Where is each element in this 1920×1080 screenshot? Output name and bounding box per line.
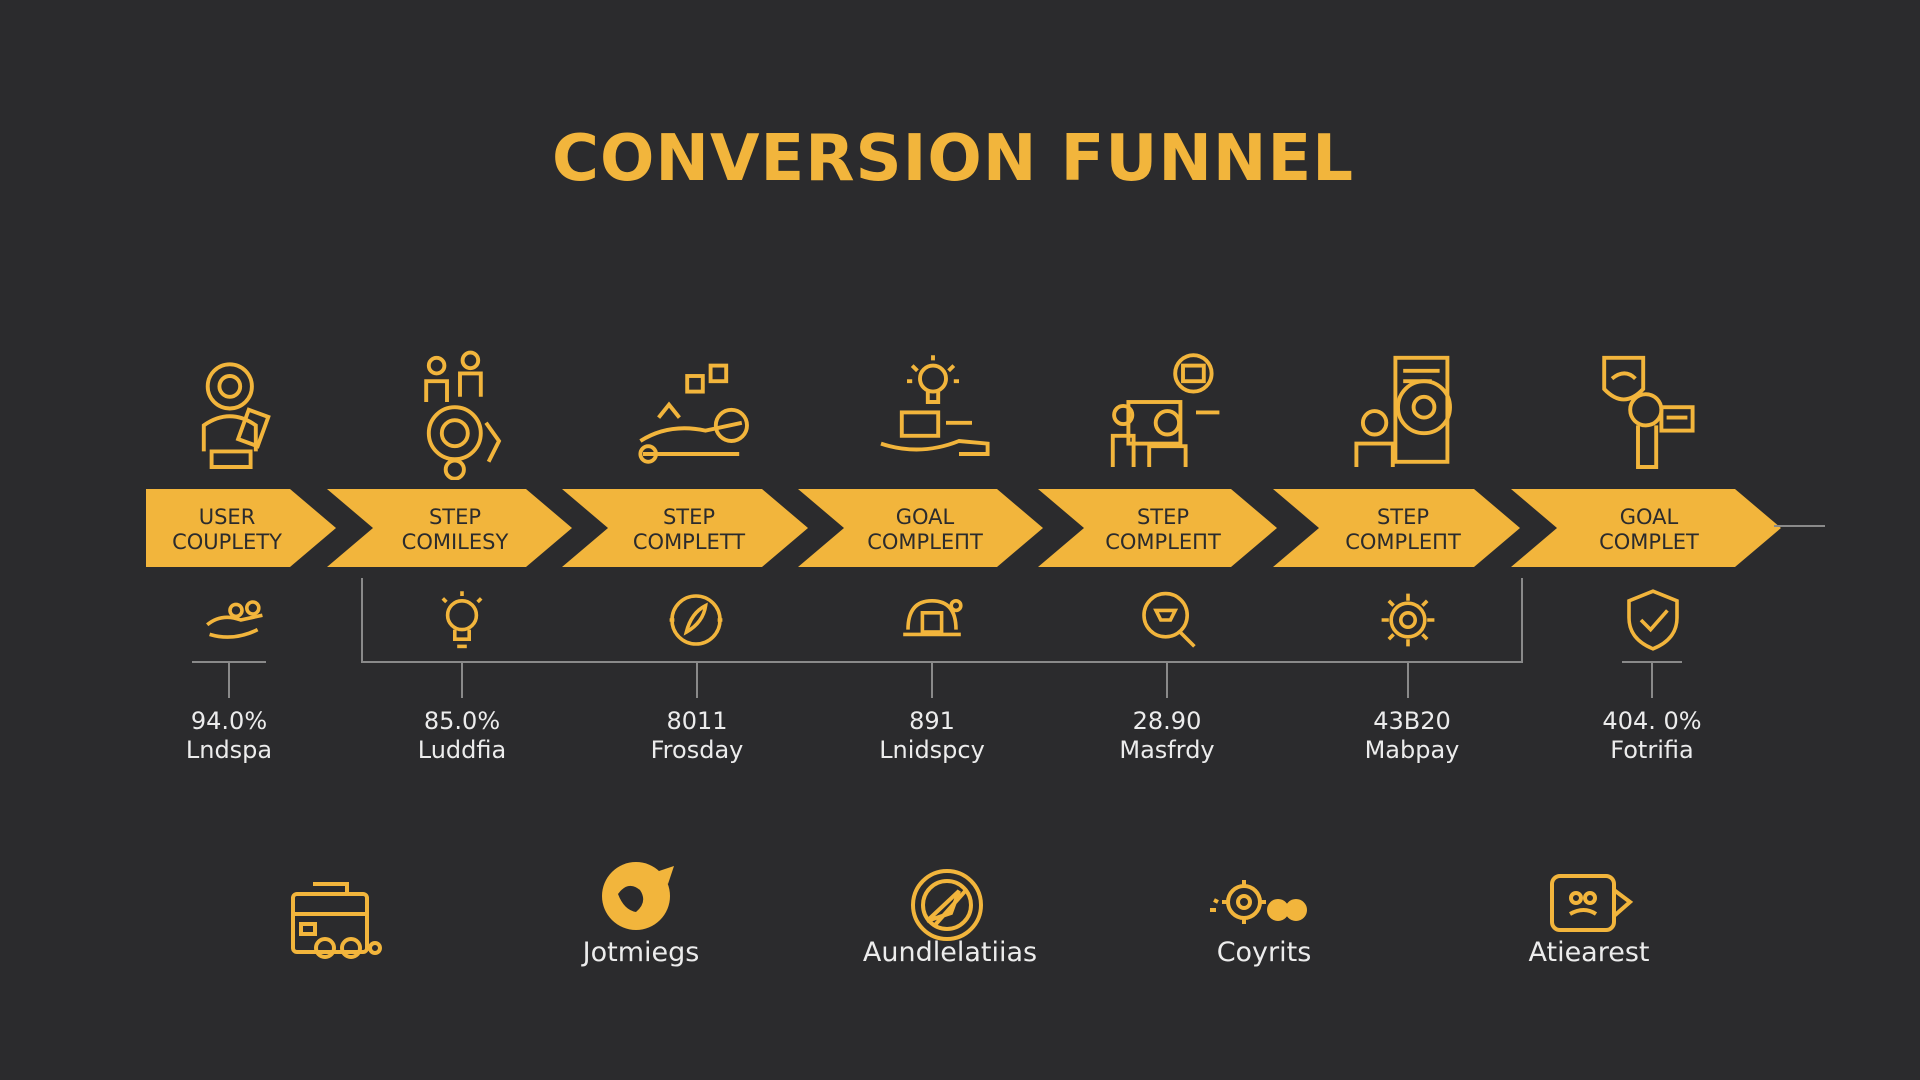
metric-value: 43B20: [1373, 707, 1451, 735]
metric-value: 85.0%: [423, 707, 501, 735]
hand-coins-icon: [200, 584, 272, 656]
bracket-line: [361, 578, 1523, 663]
gear-icon: [1372, 584, 1444, 656]
coins-gear-icon: [1204, 860, 1307, 960]
metric-caption: Lndspa: [185, 736, 273, 764]
metric-caption: Luddfia: [417, 736, 507, 764]
hand-idea-icon: [630, 350, 760, 480]
stage-5-chevron: [1038, 489, 1277, 567]
search-icon: [1132, 584, 1204, 656]
metric-value: 891: [909, 707, 955, 735]
lightbulb-hand-icon: [868, 350, 998, 480]
globe-chat-label: Jotmiegs: [582, 937, 700, 968]
stage-2-metric: 85.0%Luddfia: [362, 707, 562, 765]
compass-label: Aundlelatiias: [862, 937, 1038, 968]
stage-2-chevron: [327, 489, 572, 567]
shield-check-icon: [1617, 584, 1689, 656]
stage-1-chevron: [146, 489, 336, 567]
metric-caption: Frosday: [650, 736, 744, 764]
compass-icon: [897, 855, 997, 955]
stage-7-chevron: [1511, 489, 1781, 567]
metric-value: 28.90: [1132, 707, 1202, 735]
card-icon: [1540, 862, 1640, 962]
stage-1-metric: 94.0%Lndspa: [129, 707, 329, 765]
stage-7-metric: 404. 0%Fotrifia: [1552, 707, 1752, 765]
metric-value: 8011: [666, 707, 728, 735]
metric-value: 94.0%: [190, 707, 268, 735]
stage-3-chevron: [562, 489, 808, 567]
card-label: Atiearest: [1528, 937, 1650, 968]
team-screen-icon: [1105, 350, 1235, 480]
lightbulb-icon: [426, 584, 498, 656]
toolbox-icon: [285, 870, 385, 970]
metric-caption: Masfrdy: [1119, 736, 1215, 764]
people-gear-icon: [395, 350, 525, 480]
user-with-tablet-icon: [170, 350, 300, 480]
metric-caption: Mabpay: [1364, 736, 1460, 764]
shield-hand-card-icon: [1586, 350, 1716, 480]
page-title: CONVERSION FUNNEL: [552, 122, 1354, 196]
metric-value: 404. 0%: [1602, 707, 1702, 735]
stage-4-chevron: [798, 489, 1043, 567]
metric-caption: Lnidspcy: [879, 736, 985, 764]
coins-gear-label: Coyrits: [1216, 937, 1312, 968]
globe-chat-icon: [590, 850, 690, 950]
cart-gear-icon: [896, 584, 968, 656]
rocket-badge-icon: [660, 584, 732, 656]
user-checklist-gear-icon: [1346, 350, 1476, 480]
stage-6-chevron: [1273, 489, 1520, 567]
metric-caption: Fotrifia: [1610, 736, 1694, 764]
